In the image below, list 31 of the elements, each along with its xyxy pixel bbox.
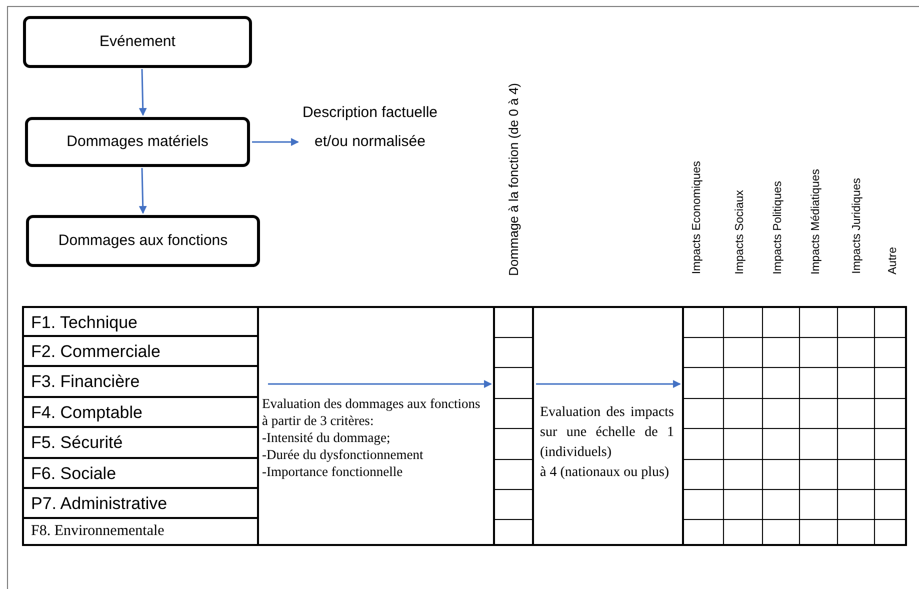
row-label-cell: F8. Environnementale (22, 517, 259, 546)
arrow (268, 380, 492, 388)
process-box: Evénement (23, 16, 252, 68)
score-column (493, 306, 534, 546)
criterion-text: -Importance fonctionnelle (262, 463, 404, 480)
arrow (252, 138, 299, 146)
column-header: Impacts Médiatiques (809, 168, 823, 274)
column-header: Impacts Politiques (771, 180, 785, 274)
row-label-cell: F2. Commerciale (22, 335, 259, 367)
criterion-text: -Durée du dysfonctionnement (262, 446, 424, 463)
row-label-cell: F3. Financière (22, 365, 259, 398)
column-header: Impacts Economiques (690, 160, 704, 274)
row-label-cell: P7. Administrative (22, 487, 259, 519)
row-label-cell: F5. Sécurité (22, 426, 259, 459)
impact-text: à 4 (nationaux ou plus) (540, 464, 670, 482)
column-header: Autre (886, 246, 900, 274)
column-header: Impacts Juridiques (850, 178, 864, 274)
arrow (138, 68, 147, 116)
row-label-cell: F6. Sociale (22, 457, 259, 489)
impact-text: Evaluation des impacts sur une échelle de 1 (individuels) (540, 404, 674, 462)
description-text: Description factuelle et/ou normalisée (300, 98, 440, 190)
column-header: Impacts Sociaux (733, 190, 747, 274)
impact-grid (682, 306, 907, 546)
row-label-cell: F4. Comptable (22, 396, 259, 428)
evaluation-text: Evaluation des dommages aux fonctions à partir de 3 critères: (262, 395, 482, 429)
criterion-text: -Intensité du dommage; (262, 429, 392, 446)
arrow (536, 380, 681, 388)
process-box: Dommages matériels (25, 117, 250, 167)
arrow (138, 168, 147, 214)
process-box: Dommages aux fonctions (26, 215, 260, 267)
column-header: Dommage à la fonction (de 0 à 4) (505, 83, 522, 276)
